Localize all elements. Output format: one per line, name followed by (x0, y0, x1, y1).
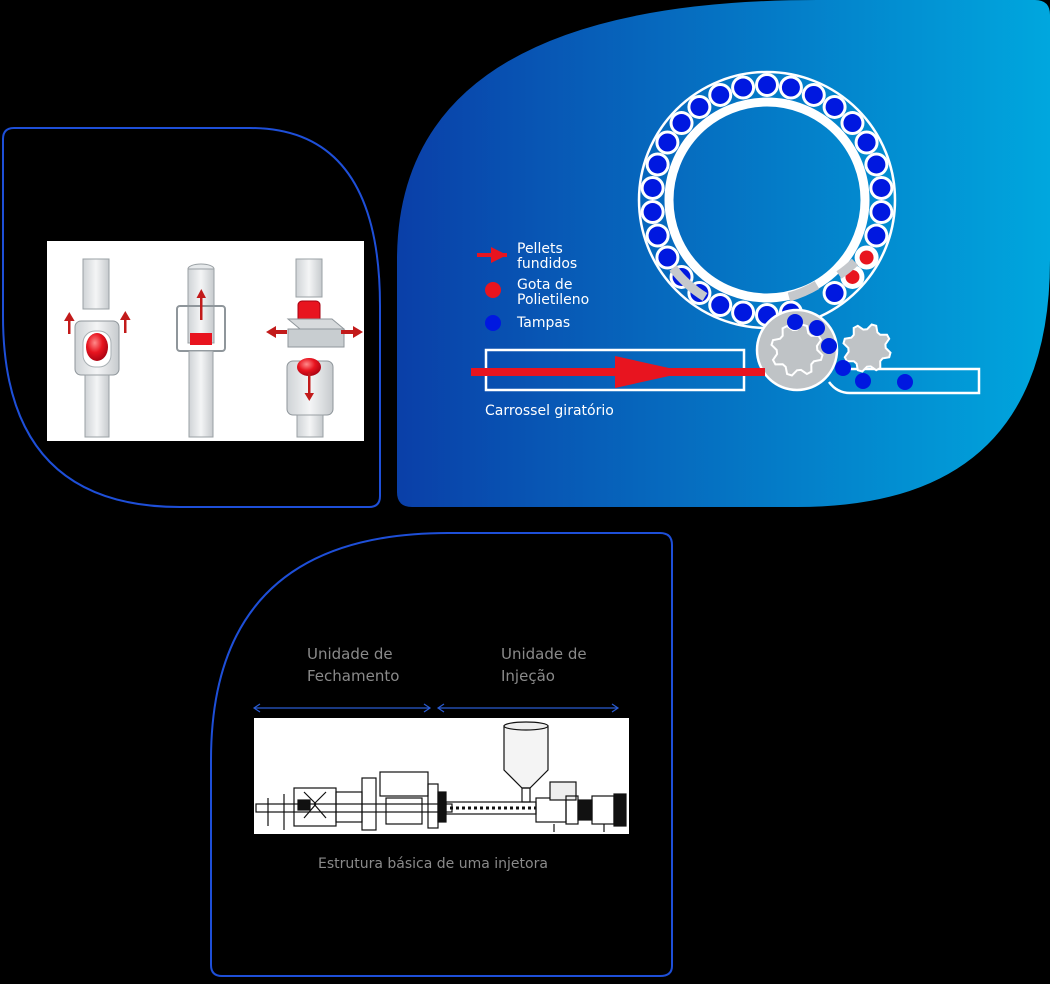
legend-blue-dot-icon (485, 315, 501, 331)
cap (643, 203, 662, 222)
cap (867, 226, 886, 245)
grey-segment (669, 265, 708, 301)
cap (897, 374, 913, 390)
cap (872, 178, 891, 197)
cap (672, 114, 691, 133)
step-2-compression (176, 263, 226, 438)
cap (804, 85, 823, 104)
output-conveyor (837, 367, 981, 395)
gear-teeth (842, 323, 892, 373)
injection-panel (208, 530, 676, 980)
compression-steps-illustration (47, 241, 364, 441)
pellets-flow-arrow (471, 356, 765, 388)
cap (781, 78, 800, 97)
cap (872, 203, 891, 222)
clamping-unit-label: Unidade de Fechamento (307, 645, 400, 685)
legend-arrow-icon (477, 247, 507, 263)
cap (658, 133, 677, 152)
cap (825, 284, 844, 303)
compression-panel-outline (2, 127, 381, 508)
cap (648, 226, 667, 245)
cap (825, 97, 844, 116)
carousel-panel (397, 0, 1050, 508)
polyethylene-drop (845, 269, 860, 284)
legend-red-dot-icon (485, 282, 501, 298)
carousel-panel-background (397, 0, 1050, 507)
polyethylene-drop (859, 250, 874, 265)
cap (855, 373, 871, 389)
injection-unit-label: Unidade de Injeção (501, 645, 587, 685)
cap (711, 85, 730, 104)
step-3-ejection (266, 258, 363, 438)
legend-pellets-label: Pellets fundidos (517, 241, 578, 272)
cap (843, 114, 862, 133)
cap (648, 155, 667, 174)
cap (734, 303, 753, 322)
grey-segment (836, 258, 859, 279)
cap (734, 78, 753, 97)
cap (690, 97, 709, 116)
cap (643, 178, 662, 197)
injection-machine-illustration (254, 718, 629, 834)
small-gear (842, 323, 892, 373)
cap (711, 296, 730, 315)
unit-dimension-arrows (252, 703, 620, 713)
compression-panel (0, 126, 384, 510)
legend-caps-label: Tampas (517, 315, 571, 331)
cap (658, 248, 677, 267)
carousel-caption: Carrossel giratório (485, 403, 614, 419)
injection-panel-outline (210, 532, 673, 977)
injection-caption: Estrutura básica de uma injetora (318, 856, 548, 872)
cap (821, 338, 837, 354)
gear-teeth (770, 323, 824, 377)
cap (835, 360, 851, 376)
cap (787, 314, 803, 330)
legend-drop-label: Gota de Polietileno (517, 277, 590, 308)
cap (867, 155, 886, 174)
cap (809, 320, 825, 336)
step-1-drop-feed (64, 258, 131, 438)
cap (758, 76, 776, 94)
cap (857, 133, 876, 152)
grey-segment (787, 281, 820, 302)
